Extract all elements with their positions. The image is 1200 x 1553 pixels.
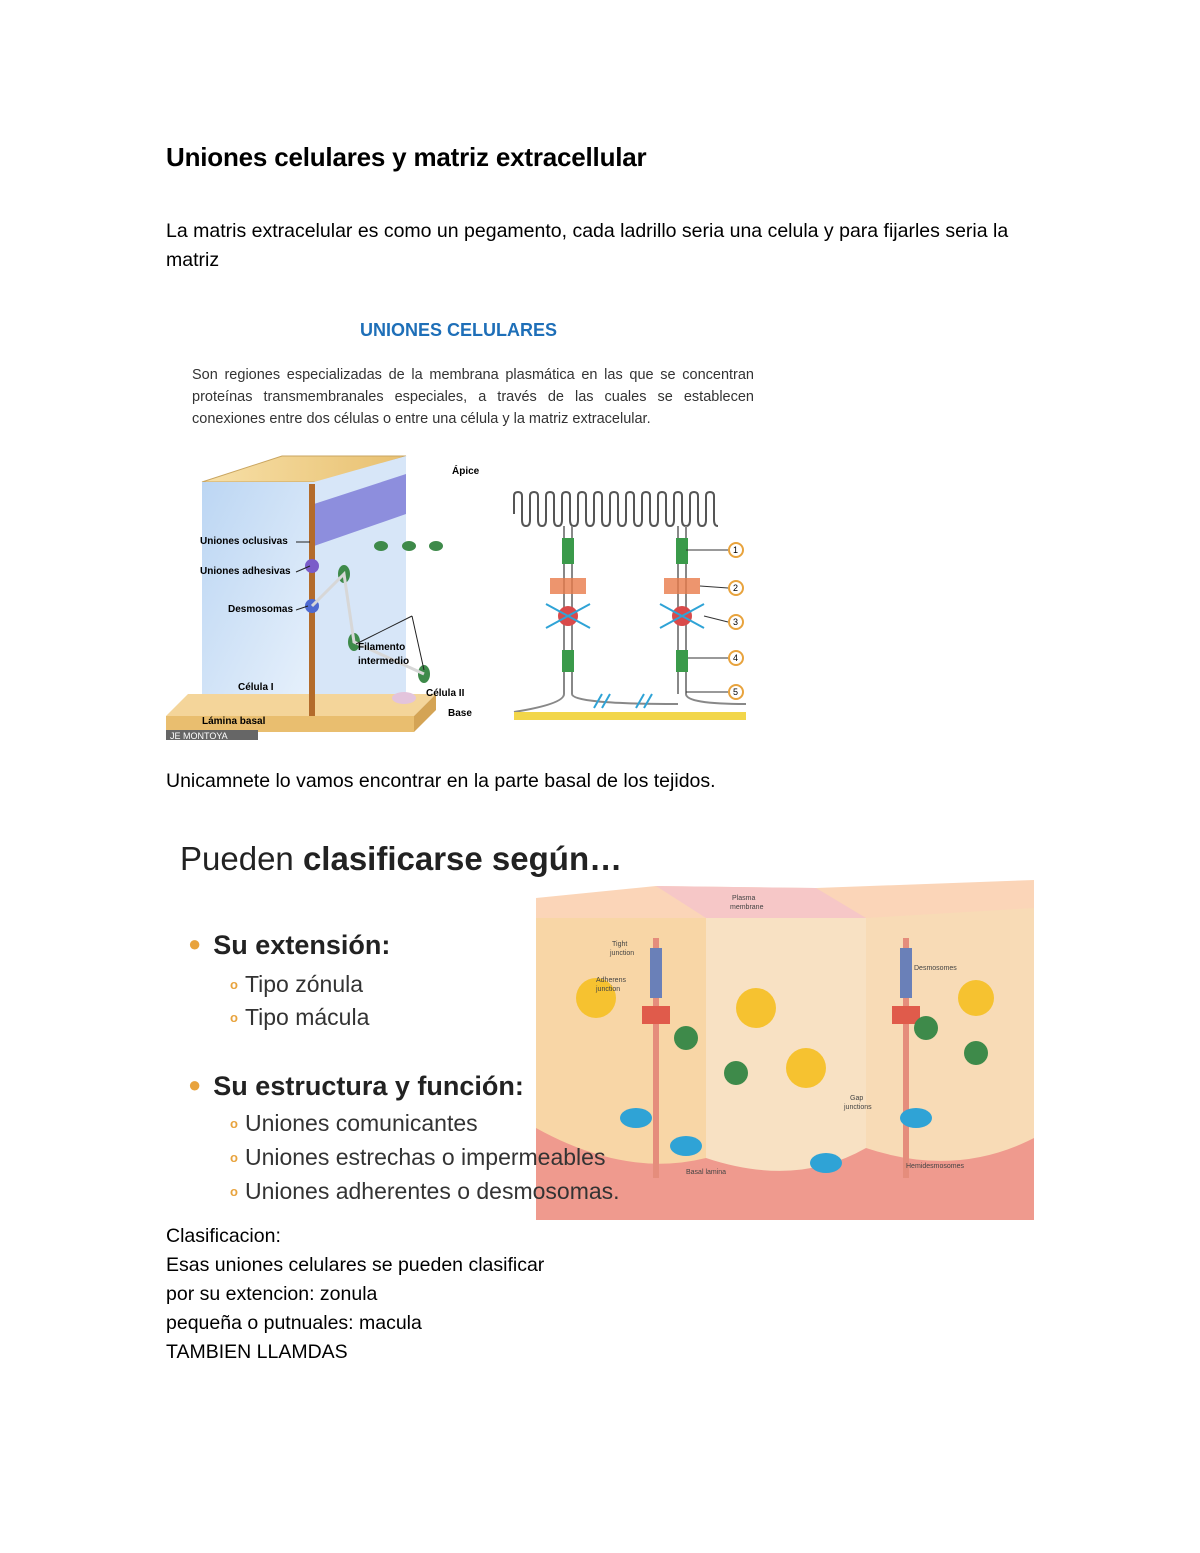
category-extension: ●Su extensión: [188,930,391,960]
heading-bold: clasificarse según… [302,840,623,877]
label-plasma-2: membrane [730,904,764,911]
label-lamina-basal: Lámina basal [202,716,266,727]
label-uniones-adhesivas: Uniones adhesivas [200,566,291,577]
label-gap-1: Gap [850,1095,863,1102]
paragraph-basal: Unicamnete lo vamos encontrar en la part… [166,770,716,792]
category-label: Su estructura y función: [213,1071,524,1101]
label-plasma-1: Plasma [732,895,755,902]
cell-junction-diagram: Ápice Uniones oclusivas Uniones adhesiva… [166,455,747,740]
figure-uniones-celulares: UNIONES CELULARES Son regiones especiali… [166,308,776,740]
marker-5: 5 [733,687,738,697]
label-celula-1: Célula I [238,682,274,693]
page-title: Uniones celulares y matriz extracellular [166,142,647,172]
label-filamento: Filamento [358,642,405,653]
closing-line: Esas uniones celulares se pueden clasifi… [166,1254,545,1276]
category-label: Su extensión: [213,930,391,960]
marker-2: 2 [733,583,738,593]
label-tight-2: junction [609,950,634,957]
epithelium-illustration: Plasma membrane Tight junction Adherens … [536,880,1034,1220]
marker-1: 1 [733,545,738,555]
label-adherens-1: Adherens [596,977,626,984]
schematic-cells: 1 2 3 4 5 [513,490,747,720]
marker-3: 3 [733,617,738,627]
closing-line: Clasificacion: [166,1225,281,1247]
label-hemidesmosomes: Hemidesmosomes [906,1163,964,1170]
figure-heading: UNIONES CELULARES [359,320,557,340]
paragraph-intro: La matris extracelular es como un pegame… [166,220,1009,271]
figure-description: Son regiones especializadas de la membra… [192,367,754,427]
label-intermedio: intermedio [358,656,409,667]
label-celula-2: Célula II [426,688,465,699]
closing-line: por su extencion: zonula [166,1283,378,1305]
label-adherens-2: junction [595,986,620,993]
closing-notes: Clasificacion: Esas uniones celulares se… [166,1222,544,1367]
label-desmosomas: Desmosomas [228,604,293,615]
figure-clasificacion: Plasma membrane Tight junction Adherens … [166,826,1036,1220]
label-uniones-oclusivas: Uniones oclusivas [200,536,288,547]
marker-4: 4 [733,653,738,663]
closing-line: pequeña o putnuales: macula [166,1312,422,1334]
heading-plain: Pueden [180,840,303,877]
label-basal-lamina: Basal lamina [686,1169,726,1176]
label-desmosomes: Desmosomes [914,965,957,972]
label-base: Base [448,708,472,719]
cube-illustration: Ápice Uniones oclusivas Uniones adhesiva… [166,455,480,740]
closing-line: TAMBIEN LLAMDAS [166,1341,348,1363]
label-apice: Ápice [452,464,480,477]
label-tight-1: Tight [612,941,627,948]
category-structure: ●Su estructura y función: [188,1071,524,1101]
classification-heading: Pueden clasificarse según… [180,840,622,878]
credit-watermark: JE MONTOYA [170,731,228,740]
label-gap-2: junctions [843,1104,872,1111]
